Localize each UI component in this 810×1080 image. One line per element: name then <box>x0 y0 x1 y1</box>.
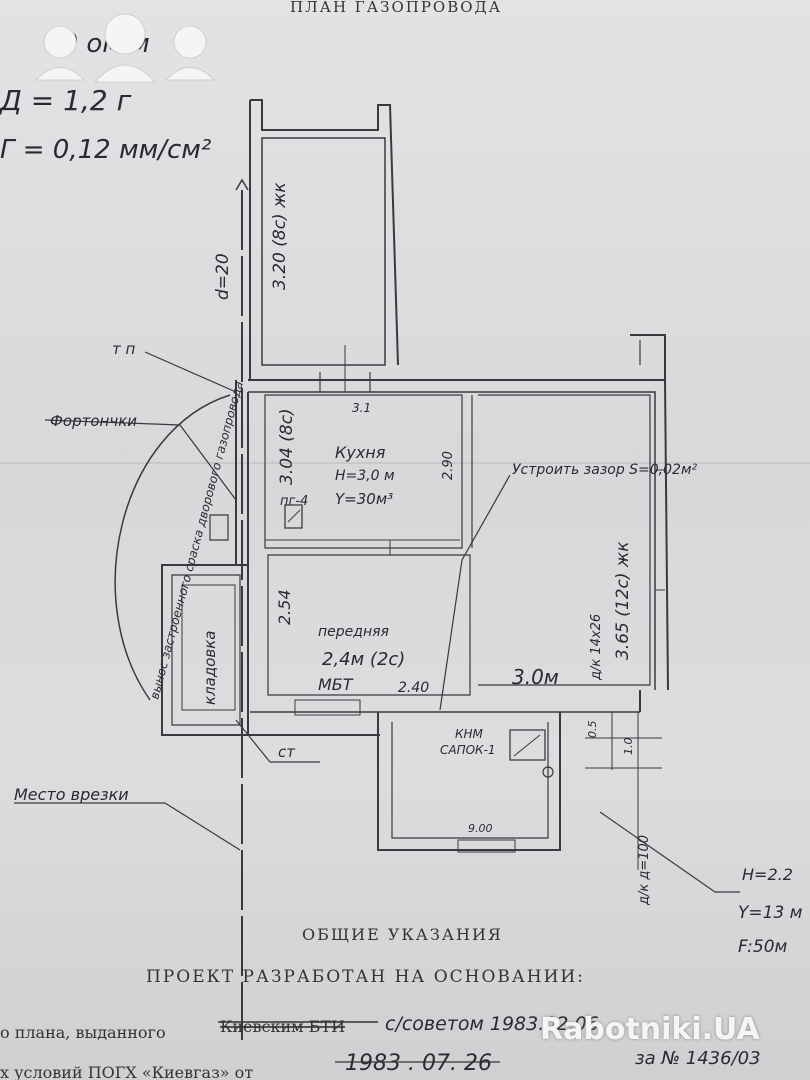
kitchen-dim: 3.04 (8с) <box>277 408 297 485</box>
note-g: Г = 0,12 мм/см² <box>0 135 211 165</box>
general-notes-heading: ОБЩИЕ УКАЗАНИЯ <box>302 925 503 944</box>
chm-label: КНМ <box>455 727 484 741</box>
perednya-label: передняя <box>318 624 389 640</box>
h22-label: Н=2.2 <box>742 865 793 884</box>
apok-label: САПОК-1 <box>440 743 496 757</box>
a100-label: д/к д=100 <box>637 835 652 906</box>
watermark-logo <box>34 13 216 83</box>
footer-line2-b: 1983 . 07. 26 <box>345 1051 492 1076</box>
wall-dim: 3.1 <box>352 401 371 415</box>
arc-note: вынос застроенного сраска дворового газо… <box>147 380 246 701</box>
dim-10: 1.0 <box>622 738 635 756</box>
perednya-code: 2,4м (2с) <box>322 649 405 670</box>
room-30m: 3.0м <box>512 665 559 689</box>
note-d: Д = 1,2 г <box>0 84 132 117</box>
f50-label: F:50м <box>738 937 788 957</box>
room-right-label: 3.65 (12с) жк <box>613 541 633 660</box>
footer-line1-a: о плана, выданного <box>0 1023 166 1042</box>
dim-900: 9.00 <box>468 822 493 835</box>
room-right-dim: д/к 14х26 <box>589 614 604 681</box>
gtn-label: 2.40 <box>398 680 429 696</box>
tp-label: т п <box>112 340 136 358</box>
fortochka-label: Фортончки <box>50 412 137 430</box>
project-basis-heading: ПРОЕКТ РАЗРАБОТАН НА ОСНОВАНИИ: <box>146 967 585 987</box>
mbt-label: МБТ <box>318 675 354 694</box>
kladovka-label: кладовка <box>201 631 219 705</box>
top-title: ПЛАН ГАЗОПРОВОДА <box>290 0 502 16</box>
kitchen-name: Кухня <box>335 443 386 462</box>
kitchen-h: Н=3,0 м <box>335 468 395 484</box>
pipe-diameter: d=20 <box>213 253 233 300</box>
y13-label: Y=13 м <box>738 903 803 923</box>
ustroit-label: Устроить зазор S=0,02м² <box>512 462 698 478</box>
room-top-label: 3.20 (8с) жк <box>270 182 290 290</box>
kitchen-side: 2.90 <box>441 451 456 480</box>
fold-line <box>0 462 810 464</box>
perednya-dim: 2.54 <box>275 589 294 625</box>
watermark-text: Rabotniki.UA <box>540 1012 760 1047</box>
mesto-vrezki: Место врезки <box>14 785 129 804</box>
kitchen-v: Y=30м³ <box>335 490 393 508</box>
st-label: ст <box>278 743 296 761</box>
footer-line2-c: за № 1436/03 <box>635 1048 761 1069</box>
dim-05: 0.5 <box>586 721 599 739</box>
stove-label: пг-4 <box>280 494 308 509</box>
footer-line2-a: х условий ПОГХ «Киевгаз» от <box>0 1063 253 1080</box>
footer-line1-c: с/советом 1983.02.06 <box>385 1013 599 1035</box>
footer-line1-b: Киевским БТИ <box>220 1017 345 1036</box>
